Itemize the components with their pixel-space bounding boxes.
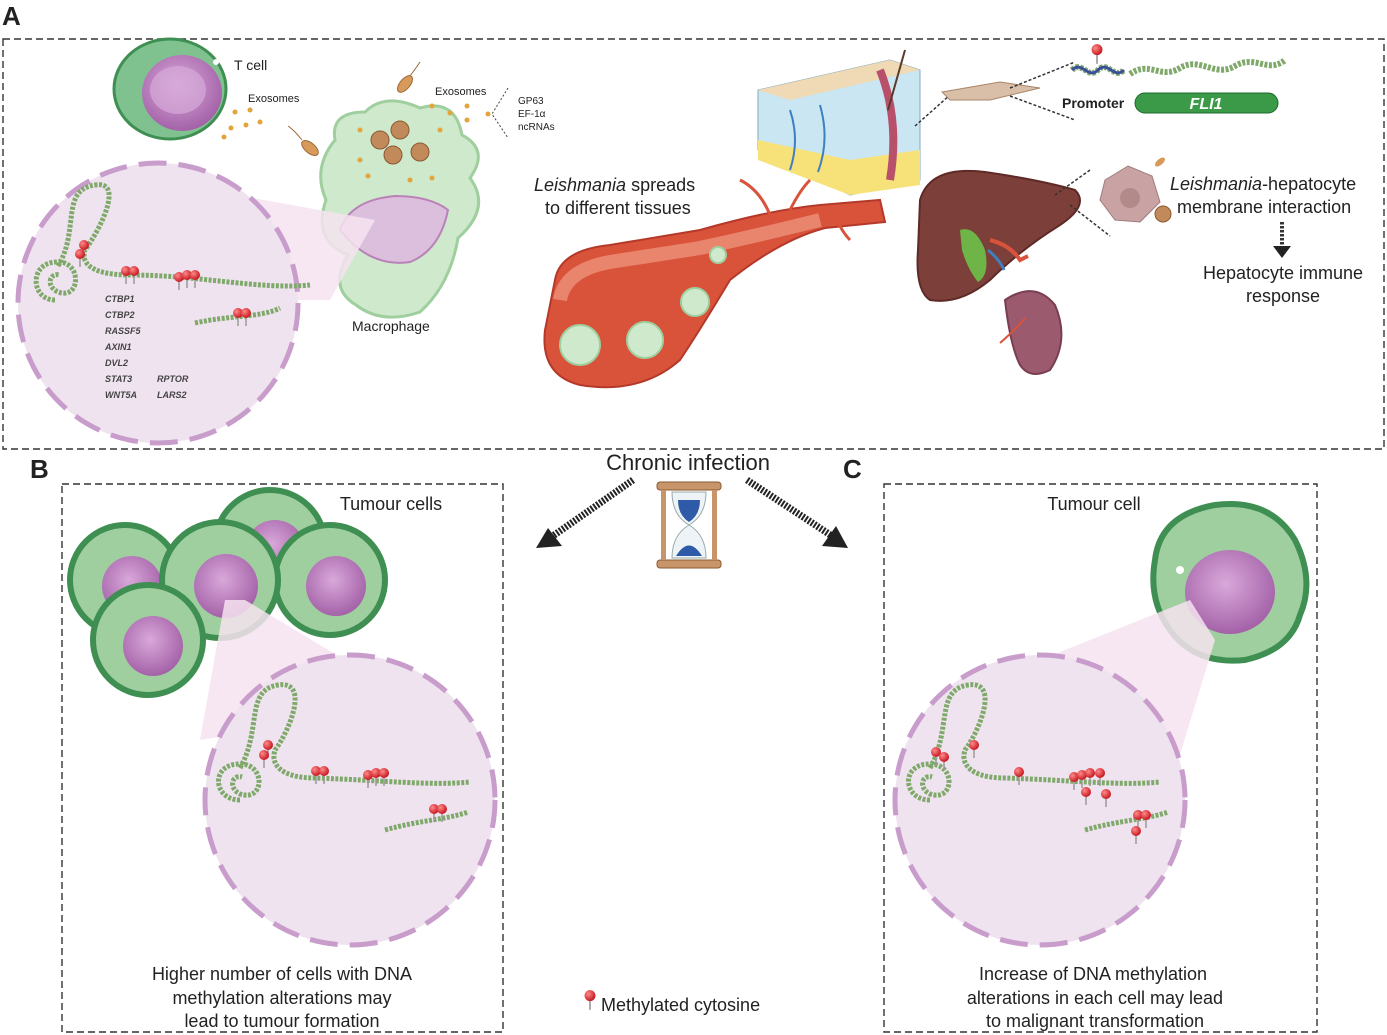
exosome-contents-bracket — [491, 87, 509, 139]
hepatocyte-label-line1: Leishmania-hepatocyte — [1170, 174, 1356, 194]
gene-label: LARS2 — [157, 390, 187, 400]
hepatocyte-parasite — [1154, 205, 1172, 223]
blood-vessel-illustration — [543, 178, 887, 389]
panel-a-frame — [2, 38, 1385, 450]
gene-label: WNT5A — [105, 390, 137, 400]
gene-label: RASSF5 — [105, 326, 142, 336]
hep-rest: -hepatocyte — [1262, 174, 1356, 194]
panel-b-frame — [61, 483, 504, 1033]
legend-methyl-icon — [583, 989, 597, 1011]
spleen-vessel — [999, 317, 1026, 344]
arrow-to-b-head — [536, 528, 562, 548]
panel-b-title: Tumour cells — [340, 494, 442, 514]
spread-rest: spreads — [626, 175, 695, 195]
macrophage-illustration — [319, 99, 480, 319]
callout-line-top — [1009, 61, 1076, 89]
t-cell-illustration — [112, 37, 228, 141]
panel-b-caption-1: Higher number of cells with DNA — [152, 964, 412, 984]
promoter-dna-segment — [1070, 65, 1126, 75]
dna-strand-c — [906, 682, 1169, 833]
chronic-infection-label: Chronic infection — [606, 450, 770, 475]
legend-label: Methylated cytosine — [601, 995, 760, 1015]
panel-c-frame — [883, 483, 1318, 1033]
gene-label: CTBP2 — [105, 310, 135, 320]
panel-c-caption-1: Increase of DNA methylation — [979, 964, 1207, 984]
arrow-to-c-head — [822, 526, 848, 548]
nucleus-a — [15, 160, 301, 446]
panel-b-letter: B — [30, 454, 49, 484]
callout-line-bottom — [1009, 95, 1076, 121]
gene-label: RPTOR — [157, 374, 189, 384]
fli1-gene-box — [1134, 92, 1279, 114]
spread-italic: Leishmania — [534, 175, 626, 195]
panel-c-letter: C — [843, 454, 862, 484]
arrow-to-c-shaft — [745, 477, 834, 539]
exosome-dots-left — [221, 107, 263, 140]
hourglass-icon — [656, 481, 722, 569]
promoter-label: Promoter — [1062, 95, 1125, 111]
exosomes-left-label: Exosomes — [248, 93, 300, 105]
panel-c-caption-2: alterations in each cell may lead — [967, 988, 1223, 1008]
panel-a-letter: A — [2, 1, 21, 31]
t-cell-label: T cell — [234, 57, 267, 73]
gene-label: STAT3 — [105, 374, 132, 384]
exosome-content-gp63: GP63 — [518, 96, 544, 107]
gene-list-col1: CTBP1 CTBP2 RASSF5 AXIN1 DVL2 STAT3 WNT5… — [104, 294, 142, 400]
panel-c-caption-3: to malignant transformation — [986, 1011, 1204, 1031]
exosome-dots-right — [429, 103, 491, 123]
spread-label-line1: Leishmania spreads — [534, 175, 695, 195]
macrophage-label: Macrophage — [352, 318, 430, 334]
spread-label-line2: to different tissues — [545, 198, 691, 218]
nucleus-c — [892, 652, 1188, 948]
skin-cell-shape — [940, 81, 1041, 101]
fli1-label: FLI1 — [1190, 96, 1223, 113]
gene-label: CTBP1 — [105, 294, 135, 304]
immune-label-line2: response — [1246, 286, 1320, 306]
hep-italic: Leishmania — [1170, 174, 1262, 194]
gene-list-col2: RPTOR LARS2 — [157, 374, 189, 400]
fli1-methyl-mark — [1090, 43, 1104, 65]
nucleus-b — [202, 652, 498, 948]
skin-tissue-illustration — [757, 49, 921, 196]
dna-strand-a — [33, 182, 311, 326]
exosome-content-ef1a: EF-1α — [518, 109, 546, 120]
panel-b-caption-3: lead to tumour formation — [184, 1011, 379, 1031]
dna-strand-b — [216, 682, 471, 833]
leishmania-parasites — [287, 61, 421, 156]
arrow-to-b-shaft — [547, 477, 636, 541]
exosome-content-ncrnas: ncRNAs — [518, 122, 555, 133]
panel-c-title: Tumour cell — [1047, 494, 1140, 514]
gene-label: AXIN1 — [104, 342, 132, 352]
exosomes-right-label: Exosomes — [435, 86, 487, 98]
skin-callout-line — [914, 94, 951, 127]
immune-arrow-head — [1273, 246, 1291, 258]
liver-callout-bottom — [1069, 204, 1111, 237]
liver-illustration — [916, 169, 1081, 302]
hepatocyte-leishmania — [1155, 157, 1165, 167]
spleen-illustration — [1003, 290, 1063, 375]
immune-label-line1: Hepatocyte immune — [1203, 263, 1363, 283]
hepatocyte-nucleus — [1120, 188, 1140, 208]
hepatocyte-label-line2: membrane interaction — [1177, 197, 1351, 217]
liver-callout-top — [1054, 169, 1091, 196]
gene-label: DVL2 — [105, 358, 128, 368]
panel-b-caption-2: methylation alterations may — [172, 988, 391, 1008]
